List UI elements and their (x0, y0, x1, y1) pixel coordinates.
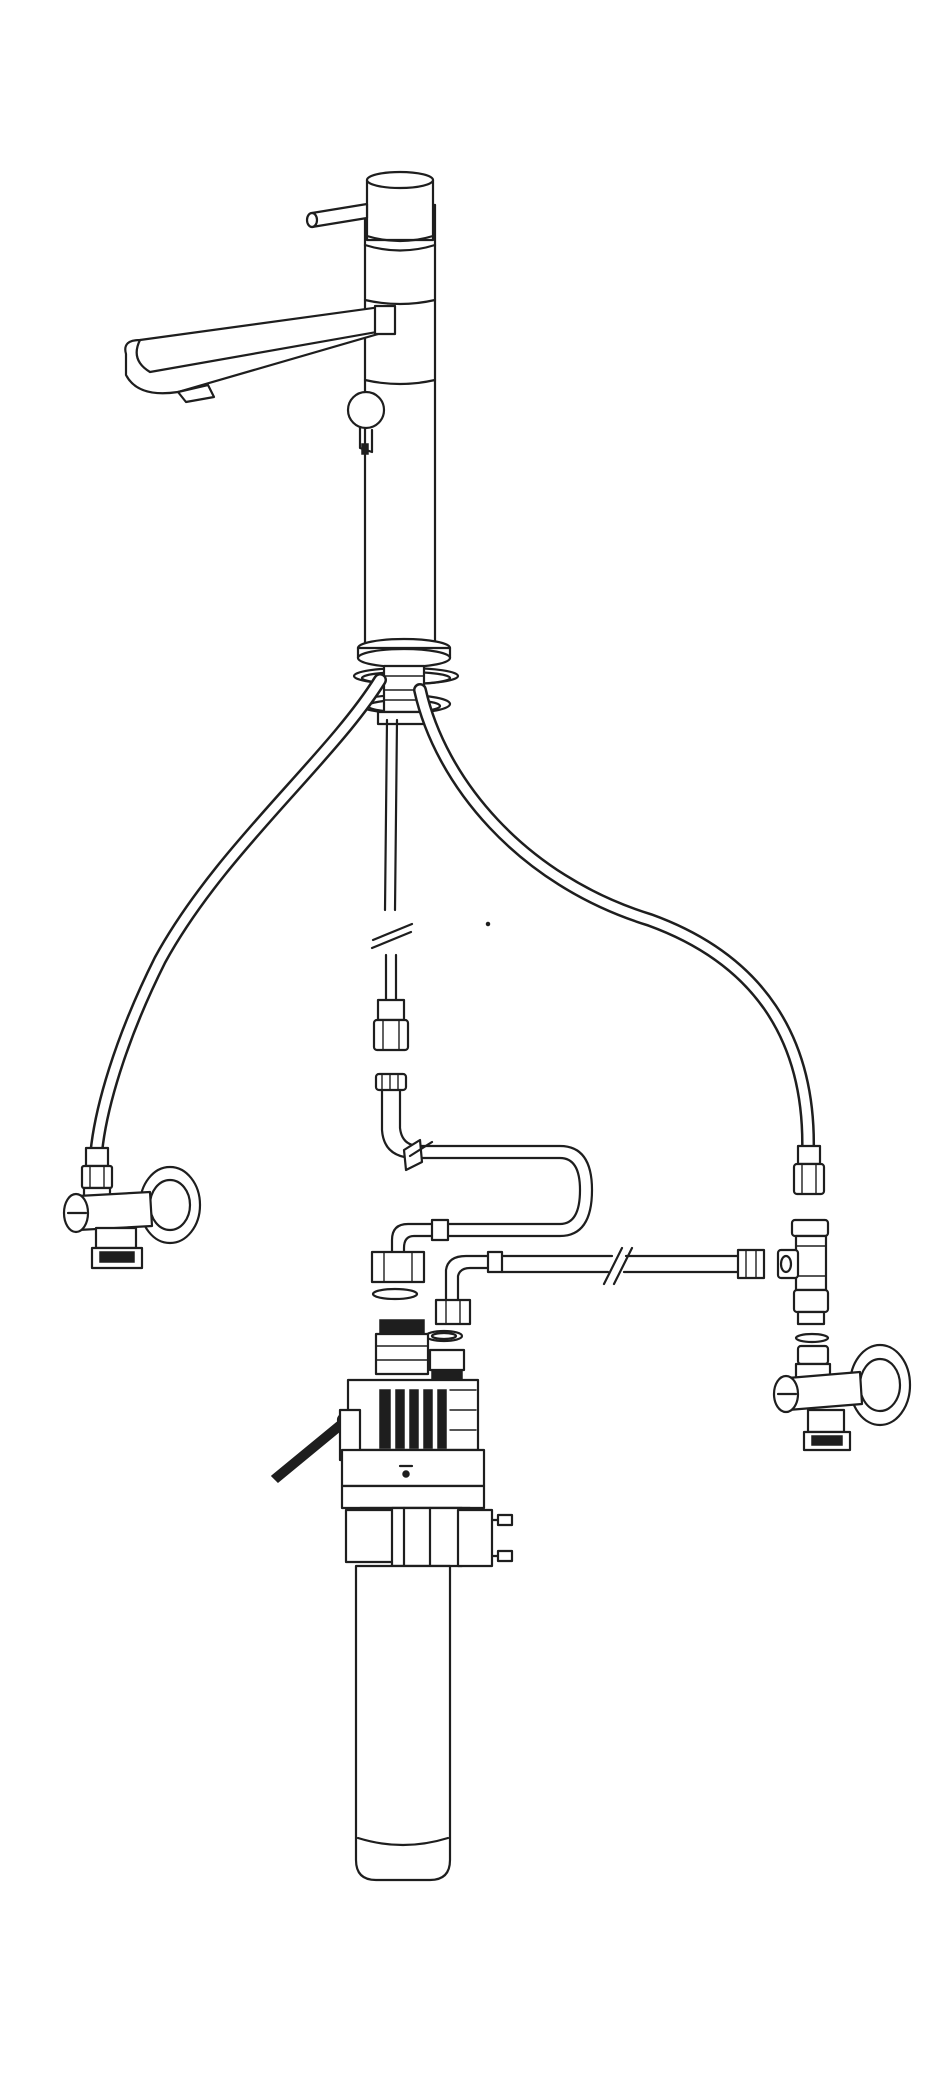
faucet-body (365, 205, 435, 660)
faucet-cap (367, 172, 433, 241)
center-tube-nut (374, 1000, 408, 1050)
filter-cartridge (346, 1508, 512, 1880)
left-angle-stop-valve (64, 1148, 200, 1268)
faucet-spout (125, 306, 395, 402)
faucet-lever-handle (307, 204, 367, 227)
cold-supply-hose (420, 690, 808, 1150)
tee-adapter (778, 1220, 828, 1342)
faucet (125, 172, 458, 724)
right-hose-nut (794, 1146, 824, 1194)
hot-supply-hose (96, 680, 380, 1155)
filter-inlet-hose (436, 1248, 764, 1324)
filtered-water-tube (372, 720, 490, 1000)
bent-filter-outlet-pipe (372, 1074, 592, 1282)
mounting-washers (354, 639, 458, 724)
right-angle-stop-valve (774, 1345, 910, 1450)
